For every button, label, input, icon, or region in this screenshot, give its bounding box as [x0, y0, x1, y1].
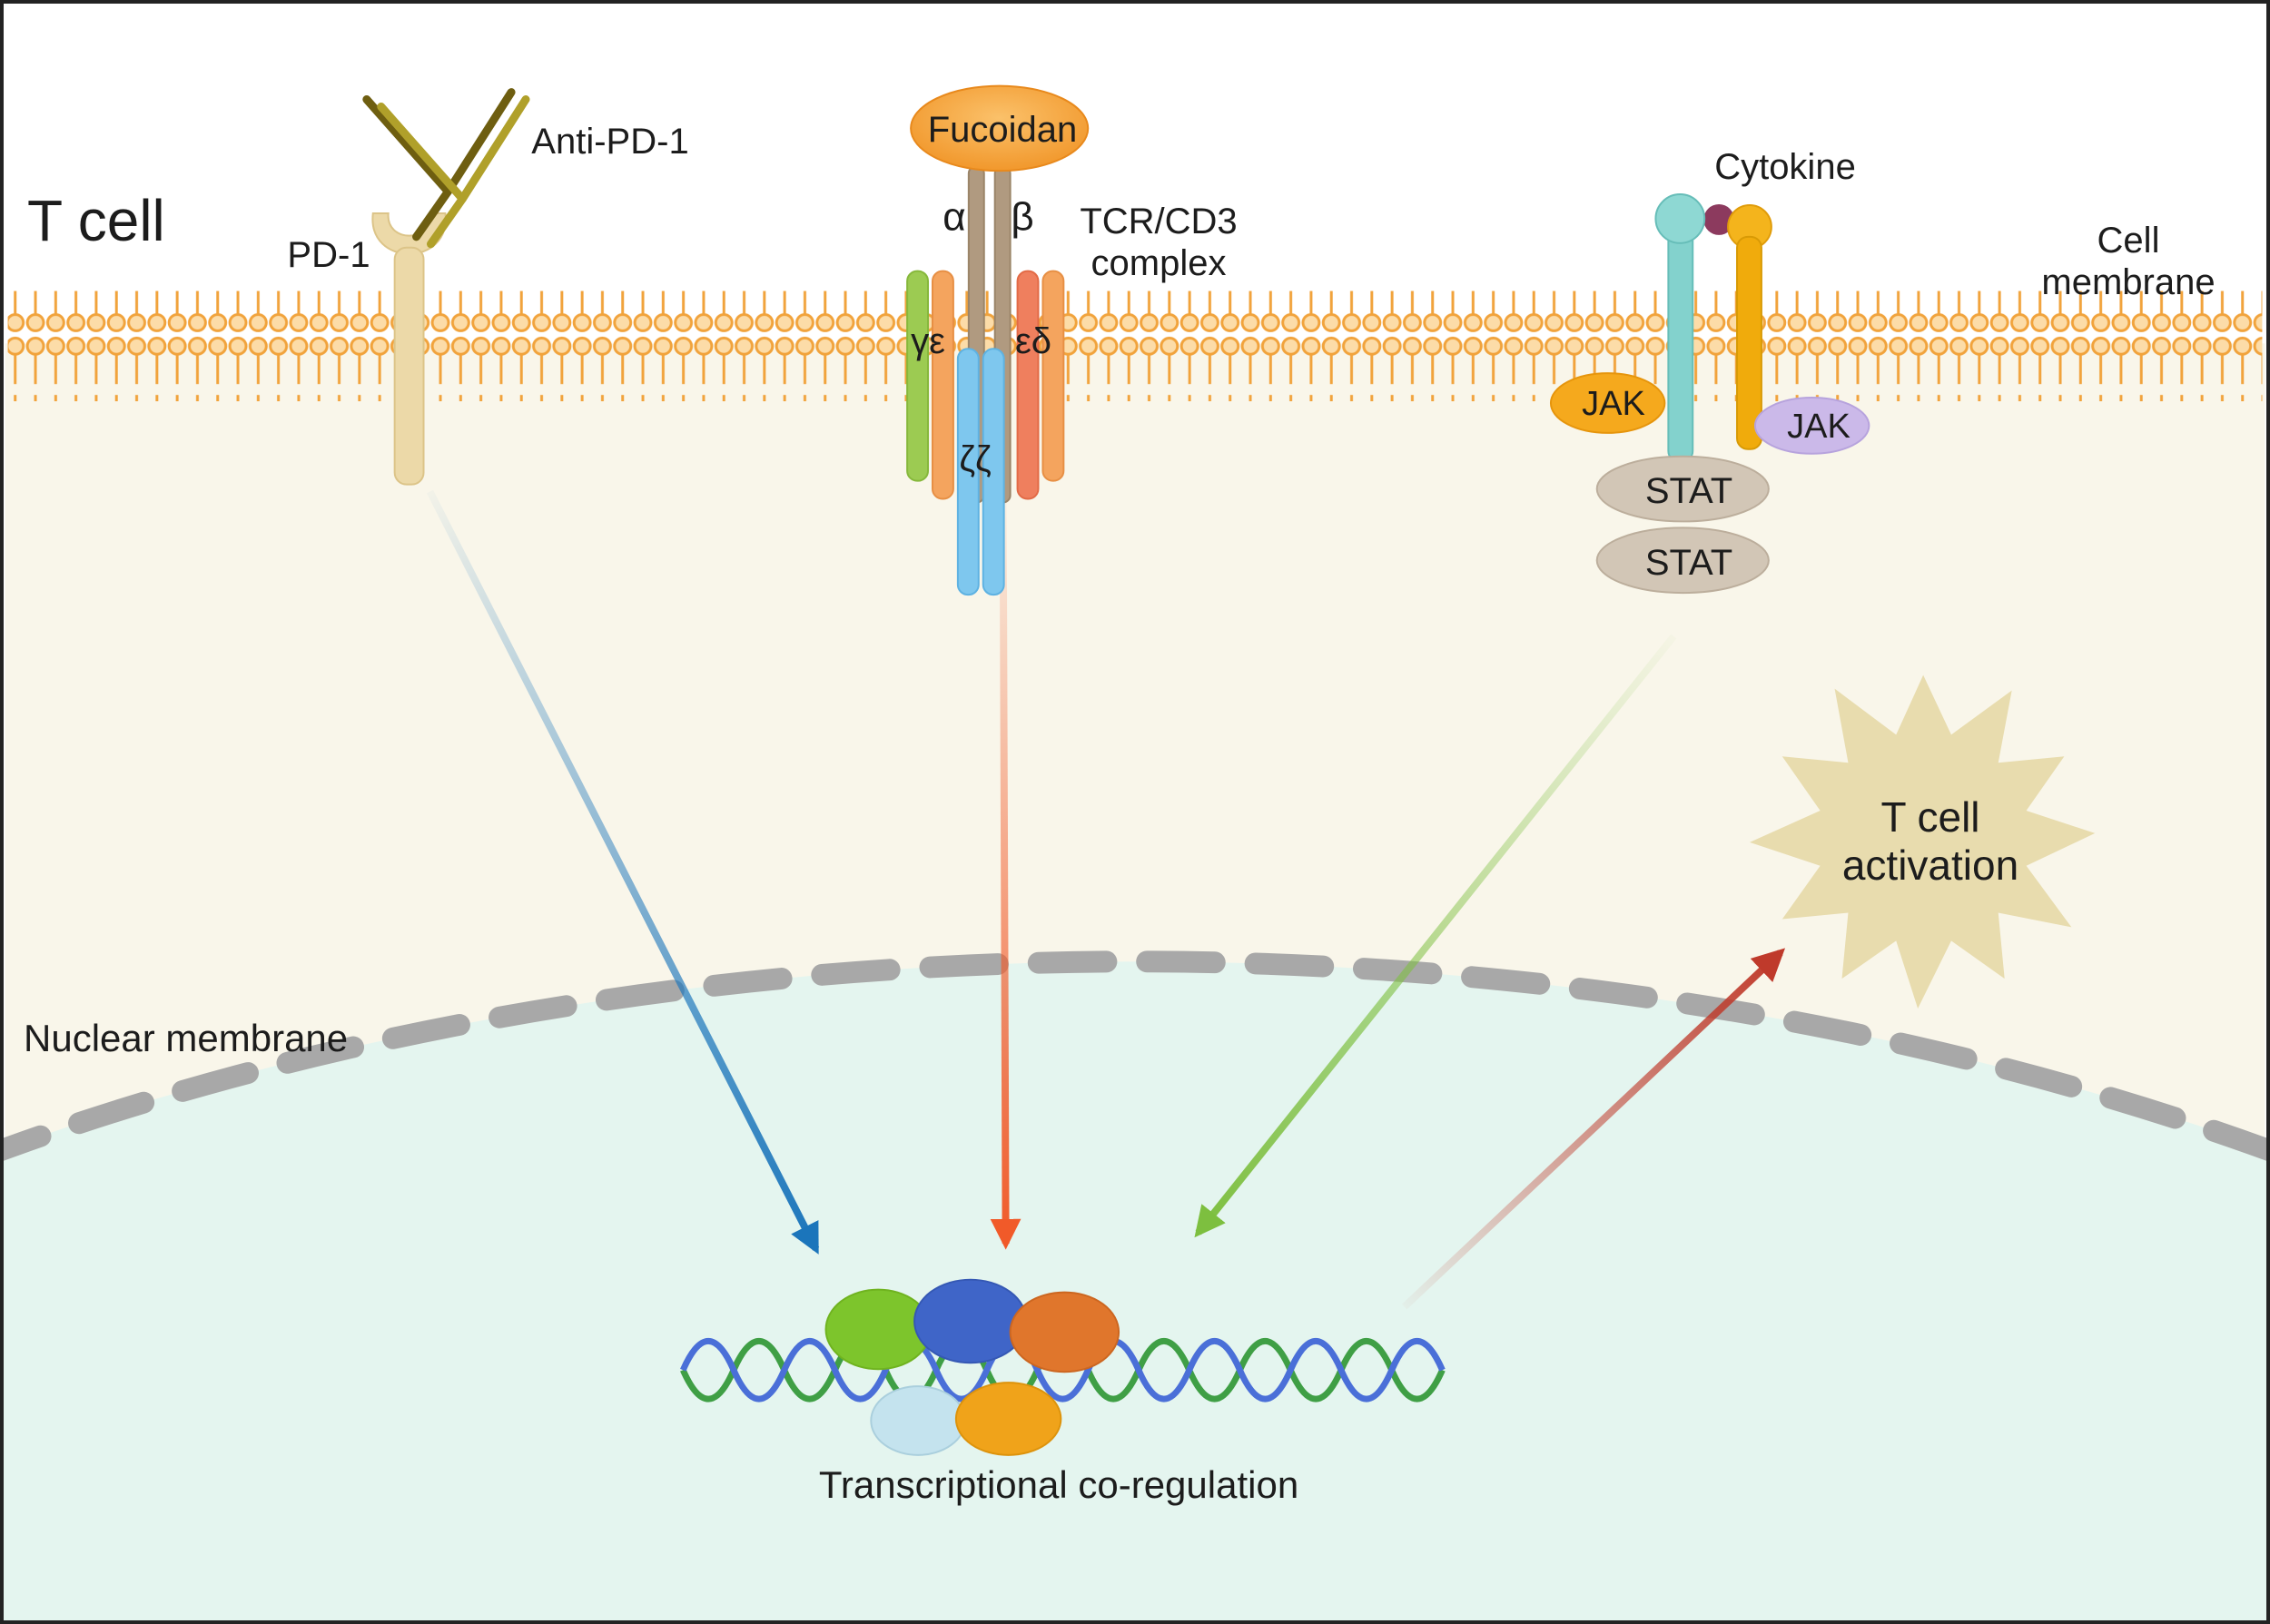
tcr-cd3-complex-label: TCR/CD3 complex	[1080, 202, 1238, 283]
fucoidan-ligand	[910, 84, 1090, 172]
tcr-cd3-complex	[906, 84, 1090, 596]
arrow-pd1-signal	[426, 489, 820, 1255]
cytokine-receptor-complex	[1549, 193, 1870, 595]
jak-left-label: JAK	[1582, 385, 1645, 424]
jak-right-label: JAK	[1787, 408, 1851, 447]
cd3-zeta-chain-right	[982, 348, 1005, 596]
transcription-factor-orange	[1009, 1291, 1120, 1373]
cytokine-label: Cytokine	[1714, 147, 1856, 187]
transcription-factor-blue	[913, 1278, 1028, 1364]
cd3-epsilon-chain-right	[1016, 270, 1040, 500]
anti-pd1-antibody	[362, 88, 530, 249]
cd3-zeta-chain-left	[956, 348, 980, 596]
cell-membrane-bilayer	[7, 290, 2263, 402]
cytokine-molecule	[1703, 204, 1735, 235]
receptor-chain-teal	[1667, 223, 1694, 463]
gamma-epsilon-label: γε	[911, 321, 945, 361]
beta-chain-label: β	[1011, 194, 1034, 240]
nuclear-membrane-arc	[4, 950, 2266, 1620]
stat-protein-top	[1595, 455, 1770, 523]
transcription-factor-lightblue	[870, 1385, 966, 1456]
t-cell-activation-label: T cell activation	[1841, 793, 2019, 889]
t-cell-title: T cell	[27, 188, 165, 254]
t-cell-activation-starburst	[1749, 674, 2096, 1009]
antibody-light-chain-right	[458, 95, 530, 203]
cd3-epsilon-chain-left	[932, 270, 954, 500]
arrow-jak-stat-signal	[1194, 634, 1677, 1238]
pd1-label: PD-1	[287, 235, 370, 275]
receptor-chain-gold	[1736, 235, 1762, 450]
arrow-tcr-signal	[990, 491, 1022, 1250]
dna-transcription-site	[680, 1278, 1446, 1456]
cd3-delta-chain	[1041, 270, 1065, 482]
anti-pd1-label: Anti-PD-1	[531, 122, 689, 162]
stat-top-label: STAT	[1644, 471, 1733, 511]
receptor-head-teal	[1654, 193, 1706, 244]
cd3-gamma-chain	[906, 270, 930, 482]
fucoidan-label: Fucoidan	[927, 110, 1078, 150]
arrow-activation-signal	[1401, 948, 1786, 1310]
zeta-zeta-label: ζζ	[959, 439, 992, 479]
transcription-factor-yellow	[954, 1382, 1062, 1456]
jak-kinase-right	[1753, 397, 1870, 455]
cell-membrane-label: Cell membrane	[2041, 221, 2216, 302]
transcriptional-coregulation-label: Transcriptional co-regulation	[818, 1462, 1299, 1506]
pd1-stem	[393, 246, 425, 486]
nuclear-membrane-label: Nuclear membrane	[24, 1016, 349, 1059]
antibody-heavy-chain-right	[443, 88, 516, 196]
stat-bottom-label: STAT	[1644, 543, 1733, 583]
signaling-arrows	[426, 489, 1786, 1310]
epsilon-delta-label: εδ	[1014, 321, 1052, 361]
jak-kinase-left	[1549, 372, 1666, 434]
dna-strand-blue	[680, 1338, 1446, 1403]
diagram-canvas	[4, 84, 2266, 1620]
stat-protein-bottom	[1595, 527, 1770, 595]
alpha-chain-label: α	[943, 194, 966, 240]
